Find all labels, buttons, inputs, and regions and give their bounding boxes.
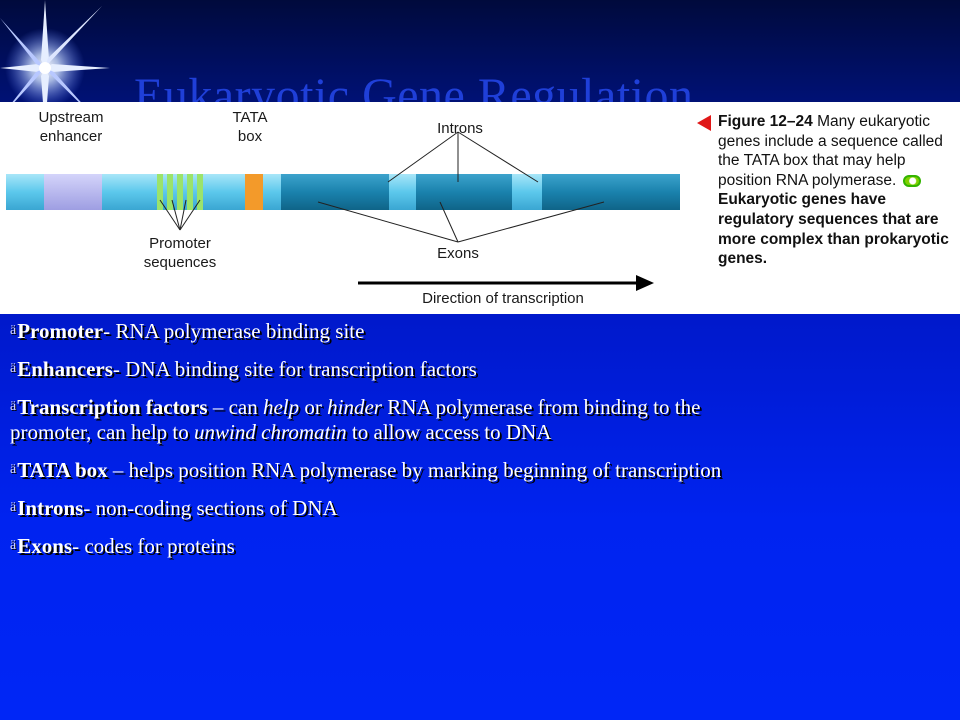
exon-pointers xyxy=(317,201,605,243)
promoter-bands xyxy=(157,174,203,210)
label-upstream-enhancer: Upstream enhancer xyxy=(38,109,104,145)
label-promoter-sequences: Promoter sequences xyxy=(143,235,217,271)
gene-regulation-figure: Upstream enhancer TATA box Introns Promo… xyxy=(0,102,960,314)
bullet-separator: - xyxy=(83,496,96,520)
caption-text: Many eukaryotic genes include a sequence… xyxy=(718,113,943,189)
label-introns: Introns xyxy=(437,120,483,137)
label-tata-box: TATA box xyxy=(232,109,268,145)
bullet-item: äEnhancers- DNA binding site for transcr… xyxy=(10,356,770,382)
bullet-text: hinder xyxy=(327,395,382,419)
bullet-separator: - xyxy=(112,357,126,381)
bullet-separator: – xyxy=(207,395,229,419)
bullet-marker-icon: ä xyxy=(10,462,17,477)
caption-key-concept: Eukaryotic genes have regulatory sequenc… xyxy=(718,191,949,268)
bullet-marker-icon: ä xyxy=(10,399,17,414)
bullet-text: non-coding sections of DNA xyxy=(95,496,338,520)
bullet-term: Enhancers xyxy=(17,357,113,381)
bullet-marker-icon: ä xyxy=(10,323,17,338)
label-direction-of-transcription: Direction of transcription xyxy=(422,290,584,307)
promoter-pointers xyxy=(159,199,201,231)
bullet-marker-icon: ä xyxy=(10,361,17,376)
figure-caption: Figure 12–24 Many eukaryotic genes inclu… xyxy=(718,112,958,269)
bullet-text: RNA polymerase from binding to the promo… xyxy=(10,395,701,444)
intron-pointers xyxy=(387,131,539,183)
bullet-item: äIntrons- non-coding sections of DNA xyxy=(10,495,770,521)
bullet-item: äTranscription factors – can help or hin… xyxy=(10,394,770,445)
bullet-text: unwind chromatin xyxy=(194,420,347,444)
bullet-term: Exons xyxy=(17,534,73,558)
figure-number: Figure 12–24 xyxy=(718,113,813,130)
bullet-term: Transcription factors xyxy=(17,395,208,419)
bullet-text: codes for proteins xyxy=(84,534,235,558)
bullet-term: TATA box xyxy=(17,458,108,482)
transcription-direction-arrow xyxy=(358,275,654,291)
bullet-separator: – xyxy=(107,458,129,482)
bullet-text: or xyxy=(299,395,328,419)
bullet-separator: - xyxy=(103,319,116,343)
bullet-text: DNA binding site for transcription facto… xyxy=(125,357,477,381)
key-concept-icon xyxy=(902,174,921,187)
bullet-text: helps position RNA polymerase by marking… xyxy=(128,458,722,482)
bullet-text: RNA polymerase binding site xyxy=(115,319,365,343)
dna-diagram xyxy=(6,131,680,291)
bullet-marker-icon: ä xyxy=(10,538,17,553)
caption-arrow-icon xyxy=(697,115,711,131)
bullet-term: Promoter xyxy=(17,319,104,343)
bullet-item: äTATA box – helps position RNA polymeras… xyxy=(10,457,770,483)
enhancer-region xyxy=(44,174,102,210)
bullet-item: äPromoter- RNA polymerase binding site xyxy=(10,318,770,344)
bullet-text: help xyxy=(262,395,300,419)
bullet-term: Introns xyxy=(17,496,84,520)
tata-box-region xyxy=(245,174,263,210)
bullet-separator: - xyxy=(72,534,85,558)
bullet-item: äExons- codes for proteins xyxy=(10,533,770,559)
bullet-text: to allow access to DNA xyxy=(346,420,552,444)
label-exons: Exons xyxy=(437,245,479,262)
exon-regions xyxy=(281,174,680,210)
bullet-marker-icon: ä xyxy=(10,500,17,515)
bullet-text: can xyxy=(228,395,263,419)
